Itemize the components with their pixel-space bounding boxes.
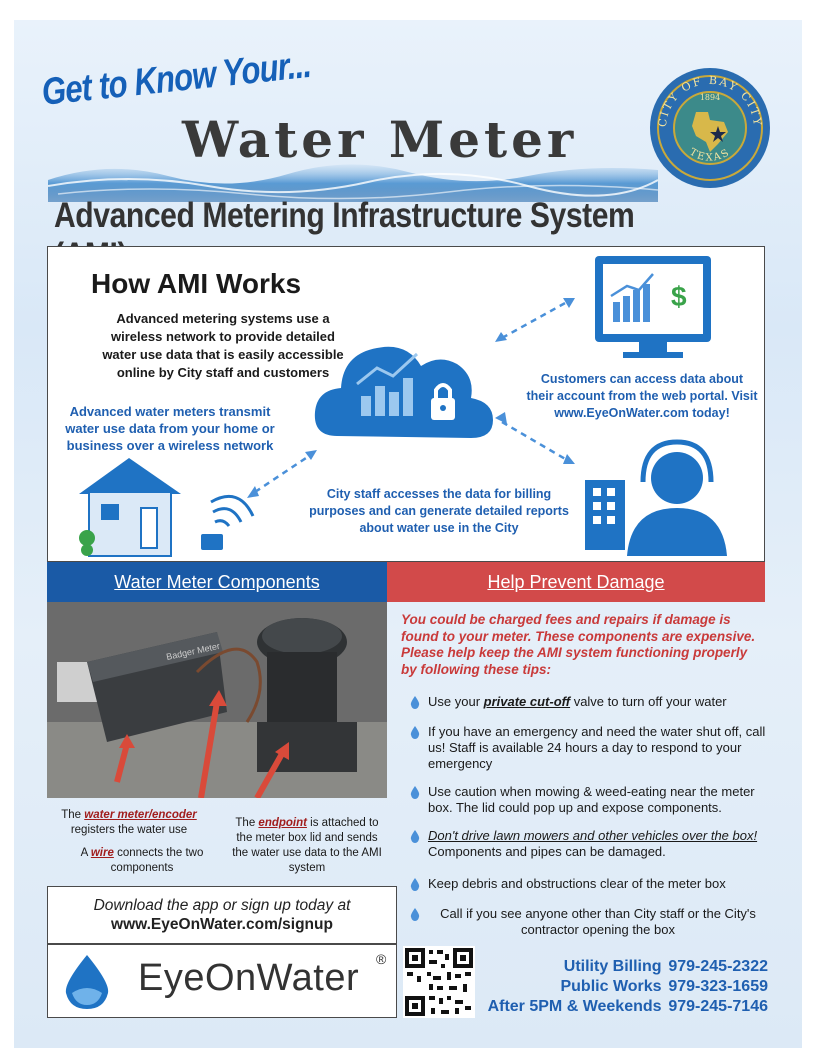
registered-mark: ®	[376, 951, 387, 967]
download-prompt: Download the app or sign up today at	[93, 897, 351, 914]
wire-caption: A wire connects the two components	[80, 847, 204, 874]
staff-access-text: City staff accesses the data for billing…	[309, 487, 569, 535]
contact-utility-billing: Utility Billing 979-245-2322	[563, 958, 768, 975]
svg-text:TEXAS: TEXAS	[687, 147, 732, 164]
tip-item: Keep debris and obstructions clear of th…	[408, 876, 768, 892]
eyeonwater-logo-box: EyeOnWater ®	[47, 944, 397, 1018]
svg-text:1894: 1894	[700, 93, 720, 102]
cloud-lock-icon	[314, 346, 493, 438]
tip-item: Don't drive lawn mowers and other vehicl…	[408, 828, 768, 860]
water-drop-icon	[410, 696, 420, 709]
meter-components-photo: Badger Meter	[47, 602, 387, 798]
eyeonwater-wordmark: EyeOnWater	[138, 957, 360, 999]
damage-section-header: Help Prevent Damage	[387, 562, 765, 602]
meter-encoder-caption: The water meter/encoder registers the wa…	[61, 809, 197, 836]
customers-access-text: Customers can access data about their ac…	[526, 372, 758, 420]
water-drop-icon	[410, 786, 420, 799]
water-drop-logo-icon	[65, 955, 109, 1009]
how-ami-description: Advanced metering systems use a wireless…	[102, 311, 344, 380]
svg-text:$: $	[671, 281, 687, 312]
contact-after-hours: After 5PM & Weekends 979-245-7146	[487, 998, 768, 1015]
components-section-header: Water Meter Components	[47, 562, 387, 602]
city-staff-icon	[585, 439, 727, 556]
house-icon	[79, 458, 181, 557]
water-drop-icon	[410, 726, 420, 739]
tip-item: Call if you see anyone other than City s…	[408, 906, 768, 938]
qr-code[interactable]	[403, 946, 475, 1018]
contact-public-works: Public Works 979-323-1659	[560, 978, 768, 995]
damage-intro-text: You could be charged fees and repairs if…	[401, 612, 756, 677]
monitor-chart-icon: $	[595, 256, 711, 358]
tip-item: Use your private cut-off valve to turn o…	[408, 694, 768, 710]
tip-item: Use caution when mowing & weed-eating ne…	[408, 784, 768, 816]
water-drop-icon	[410, 908, 420, 921]
how-ami-works-title: How AMI Works	[91, 268, 302, 299]
water-splash-image	[48, 164, 658, 202]
ami-diagram: $	[79, 256, 727, 557]
tip-item: If you have an emergency and need the wa…	[408, 724, 768, 772]
data-flow-arrows	[254, 300, 568, 494]
meters-transmit-text: Advanced water meters transmit water use…	[65, 404, 275, 453]
water-drop-icon	[410, 878, 420, 891]
main-title: Water Meter	[182, 110, 578, 169]
wireless-meter-icon	[201, 494, 255, 550]
city-seal-logo: CITY OF BAY CITY 1894 TEXAS	[650, 68, 770, 188]
download-box: Download the app or sign up today at www…	[47, 886, 397, 944]
endpoint-caption: The endpoint is attached to the meter bo…	[232, 817, 382, 874]
water-drop-icon	[410, 830, 420, 843]
signup-link[interactable]: www.EyeOnWater.com/signup	[111, 916, 333, 933]
